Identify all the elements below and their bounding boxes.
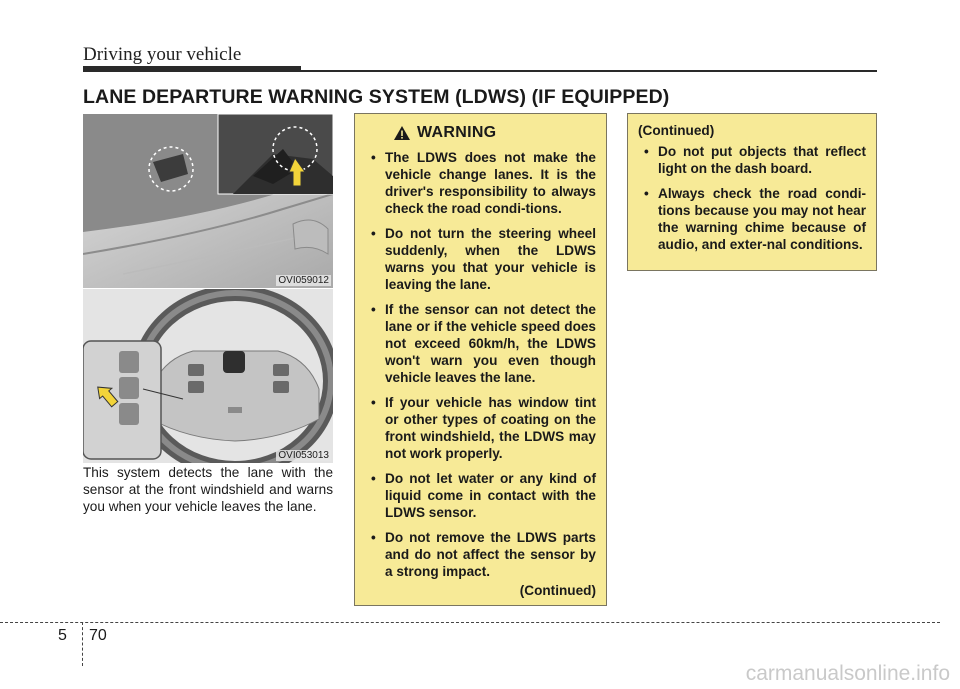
warning-heading: WARNING [393, 124, 596, 141]
warning-item: Do not let water or any kind of liquid c… [365, 470, 596, 521]
warning-item: If your vehicle has window tint or other… [365, 394, 596, 462]
header-rule-thick [83, 66, 301, 72]
watermark: carmanualsonline.info [745, 662, 950, 685]
figure-steering-wheel: OVI053013 [83, 289, 333, 463]
warning-continued-list: Do not put objects that reflect light on… [638, 143, 866, 253]
header-rule-thin [300, 70, 877, 72]
header-title: Driving your vehicle [83, 44, 242, 65]
figure-code: OVI059012 [276, 275, 331, 286]
warning-heading-text: WARNING [417, 124, 497, 141]
warning-continued-box: (Continued) Do not put objects that refl… [627, 113, 877, 271]
figure-windshield-sensor: OVI059012 [83, 114, 333, 288]
body-paragraph: This system detects the lane with the se… [83, 465, 333, 514]
windshield-sensor-illustration [83, 114, 333, 288]
continued-label: (Continued) [519, 583, 596, 598]
continued-label: (Continued) [638, 123, 715, 138]
warning-item: Do not put objects that reflect light on… [638, 143, 866, 177]
footer-vertical-divider [82, 622, 83, 666]
warning-triangle-icon [394, 125, 410, 140]
warning-list: The LDWS does not make the vehicle chang… [365, 149, 596, 580]
warning-item: The LDWS does not make the vehicle chang… [365, 149, 596, 217]
steering-wheel-button-illustration [83, 289, 333, 463]
chapter-number: 5 [58, 627, 67, 644]
page-number: 70 [89, 627, 107, 644]
warning-box: WARNING The LDWS does not make the vehic… [354, 113, 607, 606]
footer-divider [0, 622, 940, 623]
warning-item: Do not turn the steering wheel suddenly,… [365, 225, 596, 293]
warning-item: Do not remove the LDWS parts and do not … [365, 529, 596, 580]
warning-item: If the sensor can not detect the lane or… [365, 301, 596, 386]
warning-item: Always check the road condi-tions becaus… [638, 185, 866, 253]
section-title: LANE DEPARTURE WARNING SYSTEM (LDWS) (IF… [83, 86, 670, 108]
figure-code: OVI053013 [276, 450, 331, 461]
